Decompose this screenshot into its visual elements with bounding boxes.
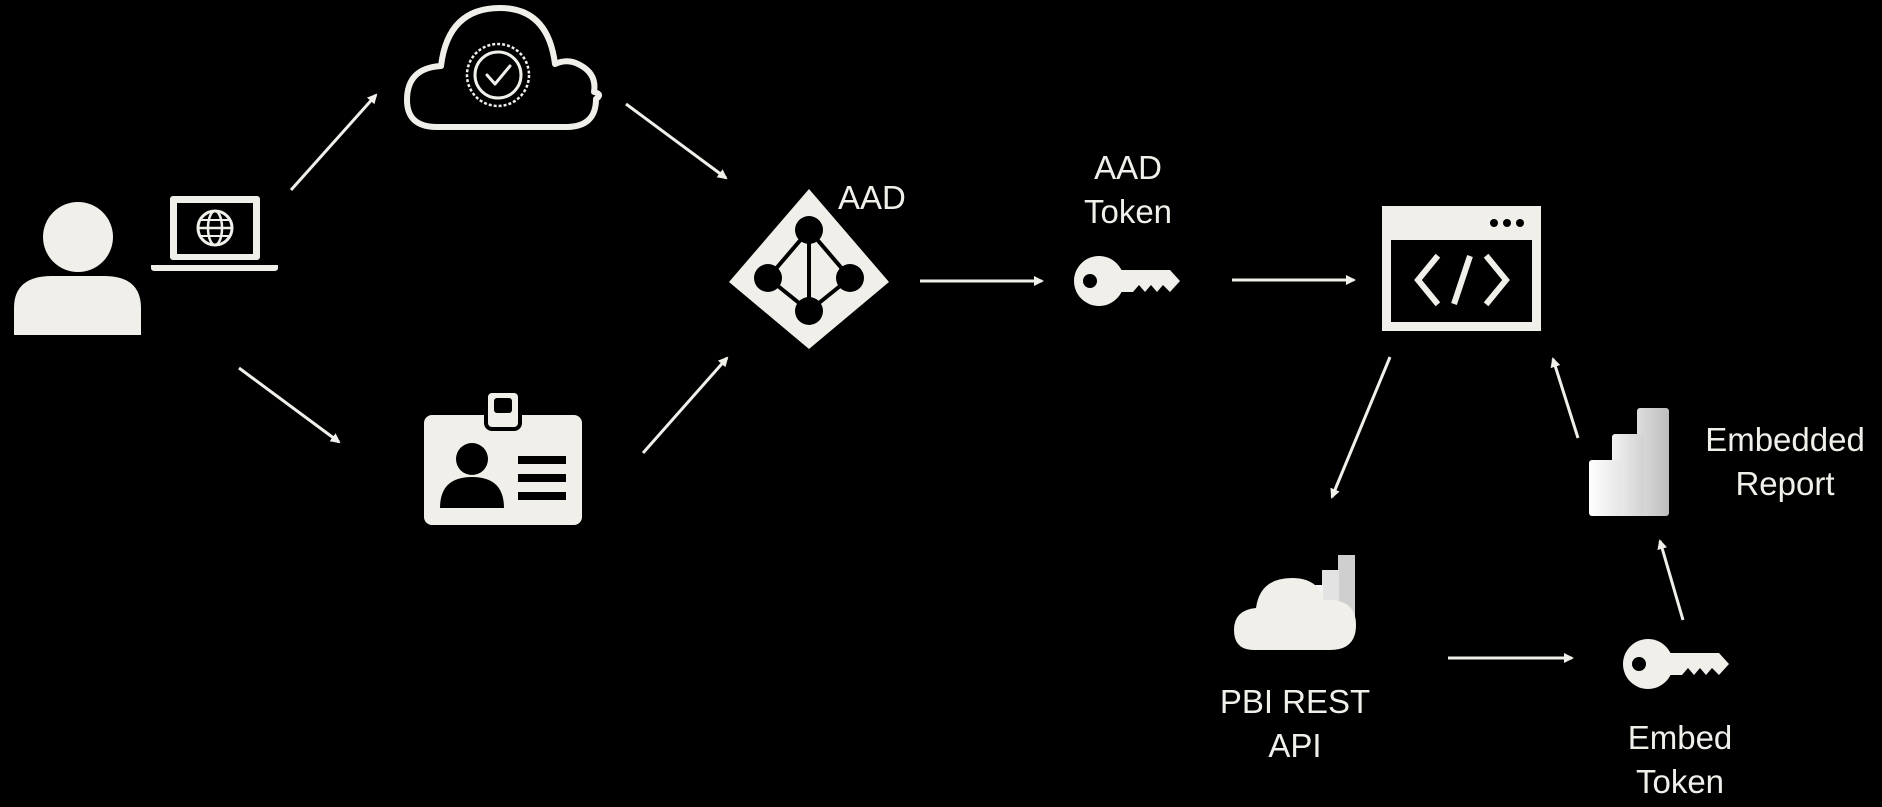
arrow-embed-token-to-report [1657, 539, 1685, 621]
label-embedded-report: Embedded Report [1705, 421, 1865, 502]
person-icon [14, 202, 141, 335]
arrow-badge-to-aad [641, 356, 729, 454]
label-aad: AAD [838, 179, 906, 216]
arrow-app-to-api [1330, 356, 1392, 499]
label-pbi-rest-api: PBI REST API [1219, 683, 1371, 764]
label-aad-token: AAD Token [1083, 149, 1173, 230]
arrow-user-to-badge [238, 366, 341, 444]
key-icon [1074, 256, 1180, 306]
arrow-laptop-to-cloud [289, 93, 378, 192]
key-icon [1623, 639, 1729, 689]
code-window-icon [1382, 206, 1541, 331]
id-badge-icon [424, 389, 582, 525]
arrow-report-to-app [1550, 357, 1580, 439]
azure-active-directory-icon [729, 189, 889, 349]
arrow-cloud-to-aad [625, 102, 728, 180]
laptop-globe-icon [151, 196, 278, 271]
powerbi-cloud-icon [1234, 555, 1356, 650]
label-embed-token: Embed Token [1627, 719, 1733, 800]
powerbi-report-icon [1589, 408, 1669, 516]
cloud-certificate-icon [404, 5, 602, 130]
